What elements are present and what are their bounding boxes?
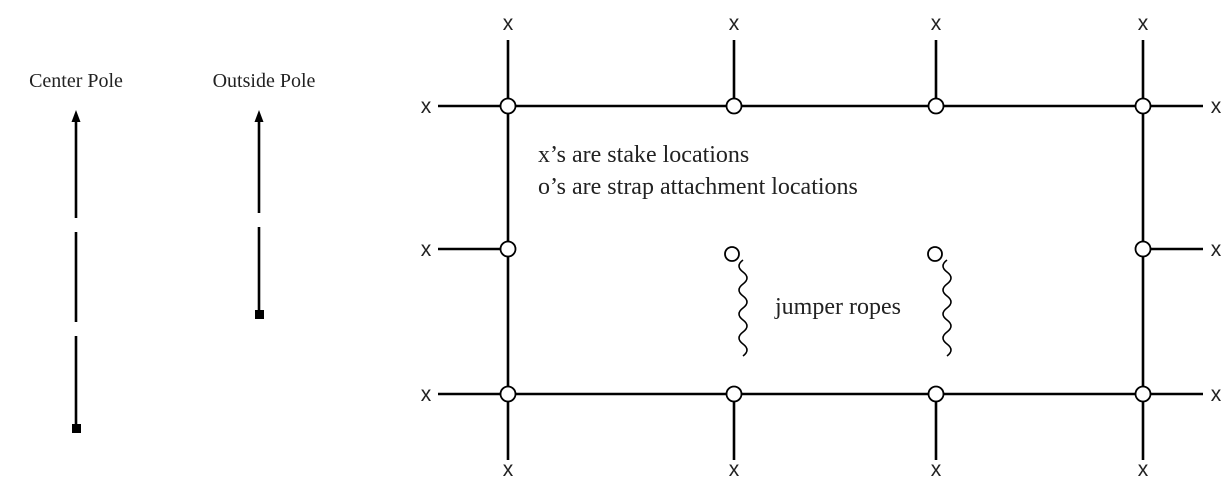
outside-pole-diagram: Outside Pole — [213, 70, 316, 319]
outside-pole-base — [255, 310, 264, 319]
strap-ring — [725, 385, 743, 403]
jumper-rope-right — [942, 259, 952, 357]
jumper-rope-ring-left — [724, 246, 740, 262]
jumper-rope-ring-right — [927, 246, 943, 262]
strap-ring — [1134, 97, 1152, 115]
stake-marker: x — [1211, 95, 1222, 118]
jumper-rope-left — [738, 259, 748, 357]
center-pole-diagram: Center Pole — [29, 70, 123, 433]
strap-ring — [499, 385, 517, 403]
jumper-ropes: jumper ropes — [724, 246, 952, 357]
stake-marker: x — [931, 458, 942, 481]
stake-marker: x — [503, 12, 514, 35]
stake-legend-text: x’s are stake locations — [538, 142, 749, 168]
center-pole-arrowhead — [71, 110, 81, 122]
outside-pole-label: Outside Pole — [213, 70, 316, 92]
strap-ring — [725, 97, 743, 115]
stake-marker: x — [503, 458, 514, 481]
stake-marker: x — [729, 458, 740, 481]
strap-ring — [499, 97, 517, 115]
stake-marker: x — [421, 383, 432, 406]
stake-marker: x — [1138, 458, 1149, 481]
stake-marker: x — [1211, 383, 1222, 406]
outside-pole-arrowhead — [254, 110, 264, 122]
center-pole-label: Center Pole — [29, 70, 123, 92]
strap-ring — [927, 97, 945, 115]
strap-attachments — [499, 97, 1152, 403]
stake-marker: x — [421, 238, 432, 261]
strap-ring — [499, 240, 517, 258]
center-pole-base — [72, 424, 81, 433]
stake-marker: x — [1138, 12, 1149, 35]
tent-layout — [438, 40, 1203, 460]
stake-marker: x — [421, 95, 432, 118]
stake-locations: x x x x x x x x x x x x x x — [421, 12, 1222, 481]
stake-marker: x — [931, 12, 942, 35]
strap-ring — [927, 385, 945, 403]
strap-ring — [1134, 385, 1152, 403]
strap-legend-text: o’s are strap attachment locations — [538, 174, 858, 200]
strap-ring — [1134, 240, 1152, 258]
stake-marker: x — [729, 12, 740, 35]
jumper-ropes-label: jumper ropes — [774, 294, 901, 320]
stake-marker: x — [1211, 238, 1222, 261]
